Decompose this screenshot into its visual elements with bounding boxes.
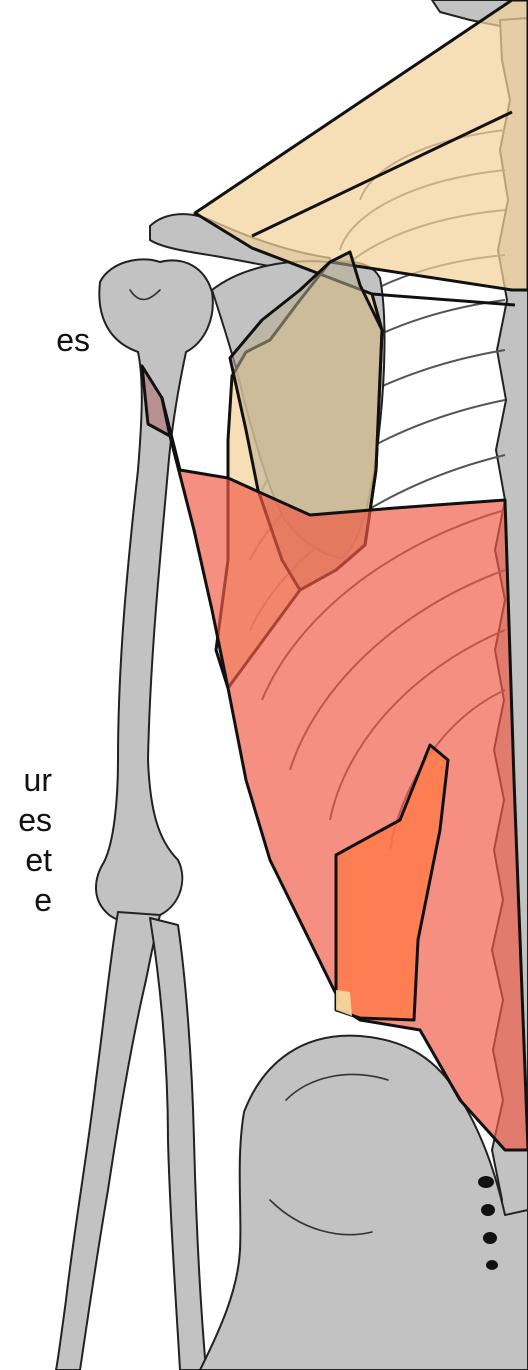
cropped-label-lower-line-2: es [0,800,52,840]
cropped-label-lower-line-1: ur [0,760,52,800]
cropped-label-upper: es [0,320,90,360]
forearm-ulna [150,918,206,1370]
cropped-label-lower-line-4: e [0,880,52,920]
forearm [56,912,160,1370]
cropped-label-lower-line-3: et [0,840,52,880]
humerus [96,259,213,922]
